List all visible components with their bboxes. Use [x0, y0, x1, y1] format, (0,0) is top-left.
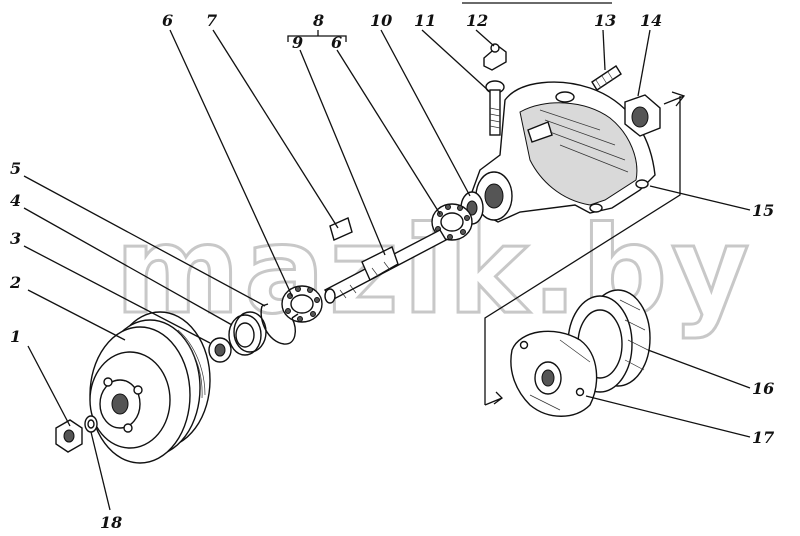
callout-16: 16 [752, 379, 774, 398]
fitting-bolt-part-11 [485, 80, 505, 136]
impeller-part-16 [567, 289, 651, 393]
callout-7: 7 [206, 11, 217, 30]
callout-18: 18 [100, 513, 122, 532]
section-plane [484, 91, 686, 406]
bearing-part-6-upper [431, 203, 473, 241]
castle-nut-part-1 [55, 419, 83, 453]
cover-part-17 [510, 330, 598, 417]
callout-3: 3 [10, 229, 21, 248]
washer-part-18 [84, 415, 98, 433]
callout-14: 14 [640, 11, 662, 30]
callout-10: 10 [370, 11, 392, 30]
callout-6-left: 6 [162, 11, 173, 30]
nut-part-14 [624, 94, 661, 137]
callout-labels: 1 2 3 4 5 6 7 8 9 6 10 11 12 13 14 15 16… [9, 11, 774, 532]
pump-housing [471, 81, 656, 223]
grease-fitting-part-12 [483, 43, 507, 71]
callout-2: 2 [9, 273, 21, 292]
callout-15: 15 [752, 201, 774, 220]
callout-9: 9 [292, 33, 303, 52]
bearing-part-6-lower [281, 285, 323, 323]
callout-12: 12 [466, 11, 488, 30]
key-part-7 [329, 217, 353, 241]
bushing-part-3 [208, 337, 232, 363]
shaft-part-9 [323, 229, 447, 304]
callout-6-right: 6 [331, 33, 342, 52]
callout-8: 8 [312, 11, 324, 30]
callout-4: 4 [10, 191, 21, 210]
callout-5: 5 [10, 159, 21, 178]
callout-17: 17 [752, 428, 774, 447]
bracket-8 [287, 30, 347, 42]
stud-part-13 [591, 65, 622, 91]
callout-11: 11 [414, 11, 436, 30]
callout-1: 1 [10, 327, 21, 346]
leader-lines [23, 29, 751, 511]
pulley-part-2 [89, 311, 211, 464]
callout-13: 13 [594, 11, 616, 30]
seal-part-4 [228, 311, 267, 356]
